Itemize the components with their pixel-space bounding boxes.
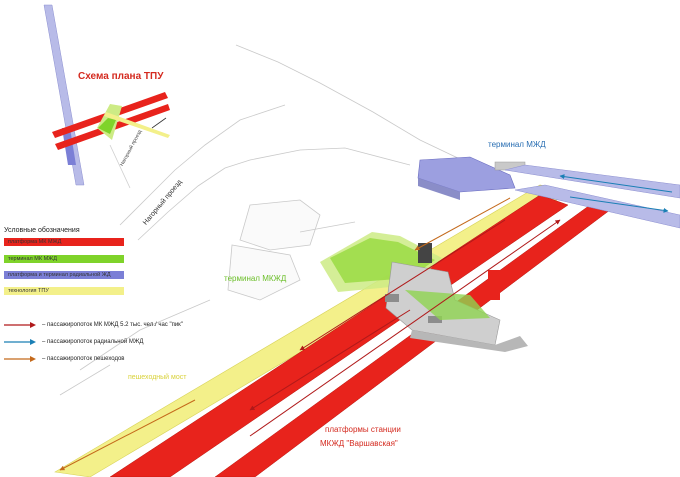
flow-arrow-icon [4, 322, 36, 328]
flow-legend-item: – пассажиропоток радиальной МЖД [4, 339, 144, 345]
legend-item: технология ТПУ [4, 287, 124, 295]
scheme-title: Схема плана ТПУ [78, 71, 164, 82]
radial-terminal [417, 156, 526, 200]
legend-item: терминал МК МЖД [4, 255, 124, 263]
platforms-label-line1: платформы станции [325, 425, 401, 434]
radial-track-lower [514, 184, 680, 229]
platforms-label-line2: МКЖД "Варшавская" [320, 439, 398, 448]
legend-item: платформа и терминал радиальной ЖД [4, 271, 124, 279]
legend-title: Условные обозначения [4, 227, 80, 234]
flow-legend-label: – пассажиропоток МК МЖД 5.2 тыс. чел./ ч… [42, 322, 183, 328]
bridge-label: пешеходный мост [128, 374, 187, 381]
road-outlines [59, 44, 463, 396]
flow-legend-item: – пассажиропоток пешеходов [4, 356, 125, 362]
legend-item: платформа МК МЖД [4, 238, 124, 246]
platform-mkzhd-left [109, 194, 569, 477]
terminal-mzhd-label: терминал МЖД [488, 140, 546, 149]
scheme-plan-inset [43, 4, 170, 189]
flow-arrow-icon [4, 356, 36, 362]
flows-radial [559, 174, 673, 213]
mkzhd-terminal [320, 232, 528, 352]
flows-pedestrian [59, 197, 511, 471]
terminal-mkzhd-label: терминал МКЖД [224, 274, 287, 283]
flows-mkzhd [249, 219, 561, 437]
flow-legend-label: – пассажиропоток пешеходов [42, 356, 125, 362]
flow-legend-item: – пассажиропоток МК МЖД 5.2 тыс. чел./ ч… [4, 322, 183, 328]
flow-legend-label: – пассажиропоток радиальной МЖД [42, 339, 144, 345]
flow-arrow-icon [4, 339, 36, 345]
radial-track-upper [504, 164, 680, 199]
